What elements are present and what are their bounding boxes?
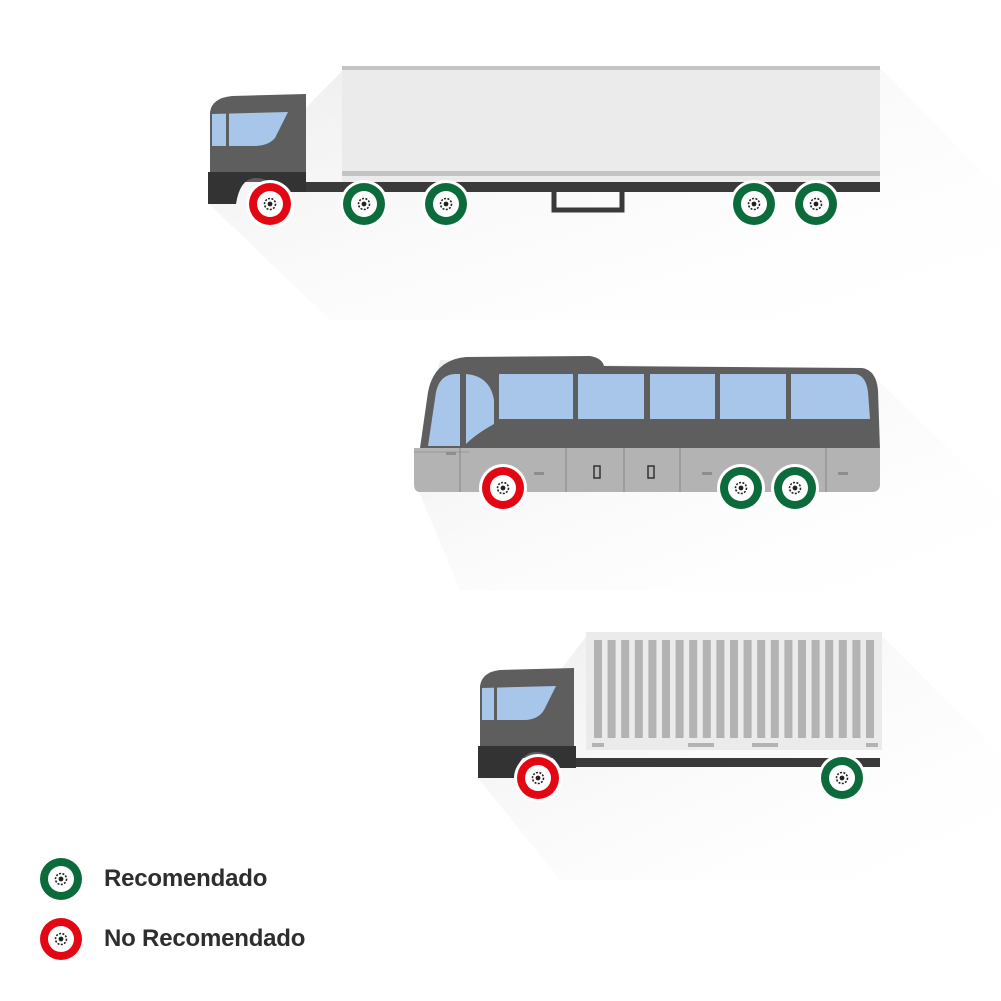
container-rib xyxy=(866,640,874,738)
container-truck xyxy=(478,632,1001,880)
bus-hatch-handle xyxy=(647,465,655,479)
landing-gear xyxy=(551,192,625,213)
container-rib xyxy=(838,640,847,738)
container-rib xyxy=(811,640,820,738)
container-ribs xyxy=(594,640,874,738)
container-cab-window-divider xyxy=(494,686,497,722)
tire-icon xyxy=(246,180,294,228)
container-rib xyxy=(621,640,630,738)
bus-window-4 xyxy=(720,374,786,419)
legend-recommended-label: Recomendado xyxy=(104,865,268,892)
container-latch xyxy=(866,743,878,747)
trailer-top-rail xyxy=(342,66,880,70)
container-rib xyxy=(730,640,738,738)
semi-trailer-truck xyxy=(208,66,1001,320)
container-cab-window xyxy=(482,686,556,720)
container-cab-bumper xyxy=(478,746,576,778)
tire-icon xyxy=(792,180,840,228)
cab-bumper xyxy=(208,172,306,204)
container-rib xyxy=(594,640,602,738)
container-rib xyxy=(743,640,752,738)
bus-hatch-handle xyxy=(593,465,601,479)
tire-icon xyxy=(340,180,388,228)
tire-icon xyxy=(422,180,470,228)
tire-icon xyxy=(514,754,562,802)
tire-icon xyxy=(771,464,819,512)
container-rib xyxy=(702,640,711,738)
container-rib xyxy=(770,640,779,738)
container-rib xyxy=(757,640,766,738)
container-latch xyxy=(752,743,778,747)
container-rib xyxy=(825,640,834,738)
container-latch xyxy=(688,743,714,747)
container-rib xyxy=(662,640,670,738)
container-rib xyxy=(852,640,861,738)
trailer-box xyxy=(342,66,880,182)
bus-light xyxy=(534,472,544,475)
container-rib xyxy=(648,640,657,738)
tire-icon xyxy=(730,180,778,228)
truck-chassis xyxy=(300,182,880,192)
tire-icon xyxy=(40,918,82,960)
tire-icon xyxy=(40,858,82,900)
bus-window-1 xyxy=(499,374,573,419)
legend-not-recommended-label: No Recomendado xyxy=(104,925,306,952)
container-rib xyxy=(689,640,698,738)
legend-recommended: Recomendado xyxy=(38,856,267,902)
cab-window-divider xyxy=(226,112,229,148)
container-truck-chassis xyxy=(572,758,880,767)
bus-light xyxy=(702,472,712,475)
container-rib xyxy=(607,640,616,738)
bus-window-2 xyxy=(578,374,644,419)
legend-not-recommended: No Recomendado xyxy=(38,916,305,962)
bus-door-window xyxy=(466,374,494,444)
trailer-bottom-rail xyxy=(342,171,880,176)
tire-icon xyxy=(479,464,527,512)
tire-icon xyxy=(717,464,765,512)
container-rib xyxy=(634,640,643,738)
wheels-layer xyxy=(246,180,866,802)
tire-icon xyxy=(818,754,866,802)
container-rib xyxy=(798,640,806,738)
container-latch xyxy=(592,743,604,747)
bus-light xyxy=(446,452,456,455)
container-rib xyxy=(716,640,725,738)
container-rib xyxy=(784,640,793,738)
bus-window-3 xyxy=(650,374,715,419)
container-rib xyxy=(675,640,684,738)
bus-front-window xyxy=(428,374,460,446)
cab-window xyxy=(212,112,288,146)
bus-window-5 xyxy=(791,374,870,419)
bus-light xyxy=(838,472,848,475)
